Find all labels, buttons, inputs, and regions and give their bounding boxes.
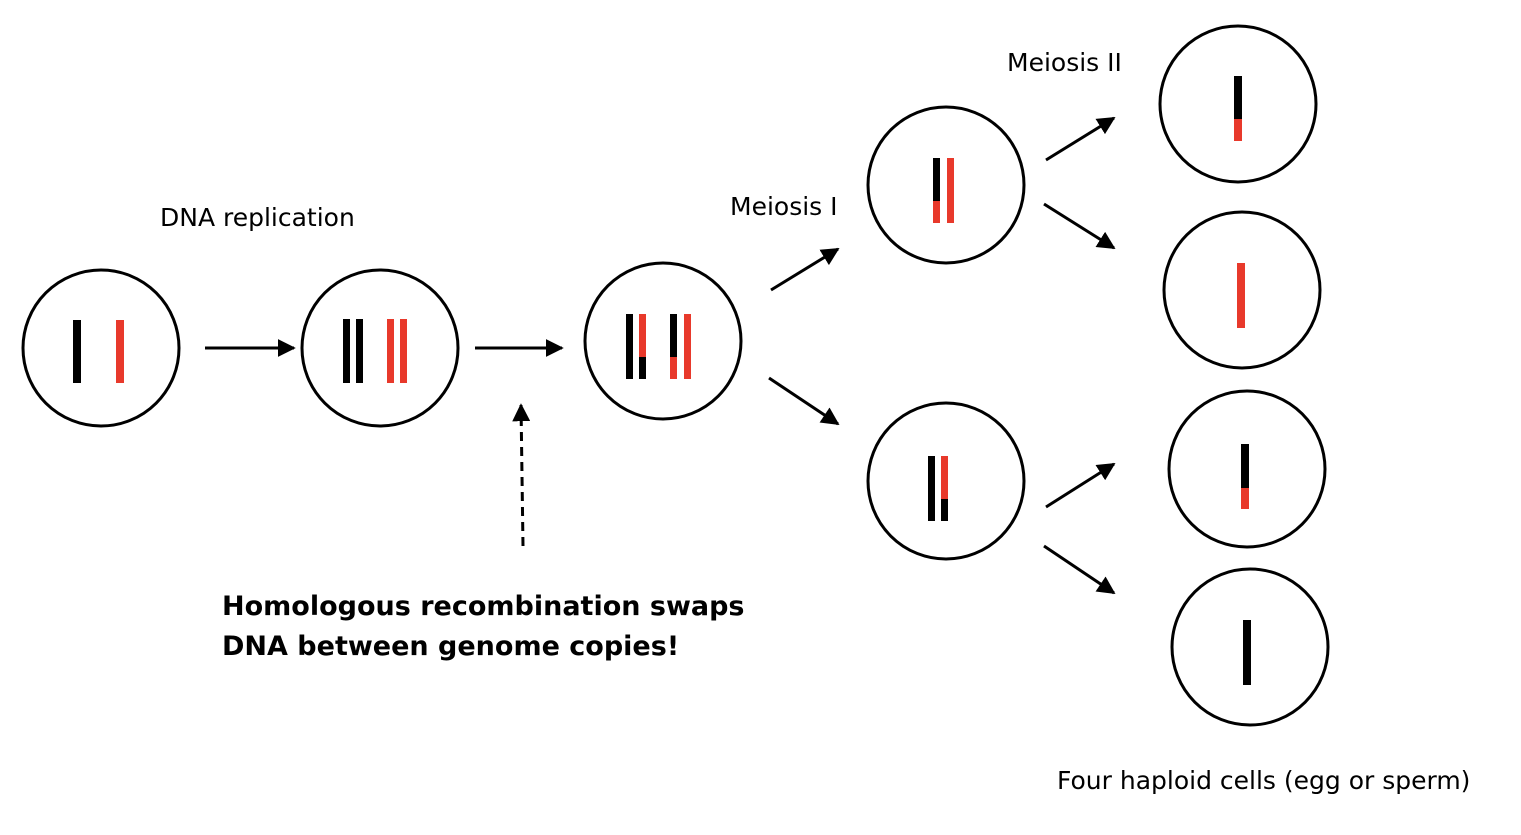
chromatid-black-segment xyxy=(941,499,948,521)
label-dna-replication: DNA replication xyxy=(160,203,355,232)
haploid-cell-2 xyxy=(1162,210,1322,370)
cell-membrane xyxy=(583,261,743,421)
chromosome-red xyxy=(1237,263,1245,328)
chromatid-black xyxy=(626,314,633,379)
chromatid-red xyxy=(400,319,407,383)
chromatid-red xyxy=(387,319,394,383)
chromosome-black xyxy=(73,320,81,383)
cell-membrane xyxy=(1158,24,1318,184)
cell-membrane xyxy=(866,105,1026,265)
cell-membrane xyxy=(866,401,1026,561)
chromatid-black xyxy=(356,319,363,383)
label-four-haploid-cells: Four haploid cells (egg or sperm) xyxy=(1057,766,1471,795)
chromosome-black xyxy=(1243,620,1251,685)
chromatid-black xyxy=(928,456,935,521)
chromosome-black-segment xyxy=(1241,444,1249,488)
chromatid-red-segment xyxy=(670,357,677,379)
chromosome-red-segment xyxy=(1234,119,1242,141)
chromatid-black-segment xyxy=(933,158,940,201)
chromatid-red-segment xyxy=(933,201,940,223)
arrow-meiosis-2-d xyxy=(1043,544,1116,595)
haploid-cell-4 xyxy=(1170,567,1330,727)
recombination-note: Homologous recombination swaps DNA betwe… xyxy=(222,587,745,667)
arrow-meiosis-1-up xyxy=(770,247,840,292)
cell-recombined xyxy=(583,261,743,421)
chromosome-red-segment xyxy=(1241,488,1249,509)
cell-diploid-original xyxy=(21,268,181,428)
arrow-meiosis-2-c xyxy=(1045,462,1116,509)
cell-membrane xyxy=(1170,567,1330,727)
chromatid-red-segment xyxy=(639,314,646,357)
cell-membrane xyxy=(1162,210,1322,370)
chromosome-black-segment xyxy=(1234,76,1242,119)
chromosome-red xyxy=(116,320,124,383)
cell-meiosis-1-upper xyxy=(866,105,1026,265)
arrow-meiosis-1-down xyxy=(768,376,840,426)
cell-membrane xyxy=(21,268,181,428)
arrow-meiosis-2-b xyxy=(1043,202,1116,250)
dashed-arrow-recombination xyxy=(512,403,531,547)
chromatid-black-segment xyxy=(670,314,677,357)
chromatid-red-segment xyxy=(941,456,948,499)
haploid-cell-1 xyxy=(1158,24,1318,184)
recombination-note-line-2: DNA between genome copies! xyxy=(222,631,680,662)
chromatid-black-segment xyxy=(639,357,646,379)
cell-membrane xyxy=(1167,389,1327,549)
chromatid-black xyxy=(343,319,350,383)
chromatid-red xyxy=(684,314,691,379)
label-meiosis-1: Meiosis I xyxy=(730,192,838,221)
cell-replicated xyxy=(300,268,460,428)
arrow-meiosis-2-a xyxy=(1045,116,1116,162)
chromatid-red xyxy=(947,158,954,223)
haploid-cell-3 xyxy=(1167,389,1327,549)
recombination-note-line-1: Homologous recombination swaps xyxy=(222,591,745,622)
label-meiosis-2: Meiosis II xyxy=(1007,48,1122,77)
cell-meiosis-1-lower xyxy=(866,401,1026,561)
cell-membrane xyxy=(300,268,460,428)
